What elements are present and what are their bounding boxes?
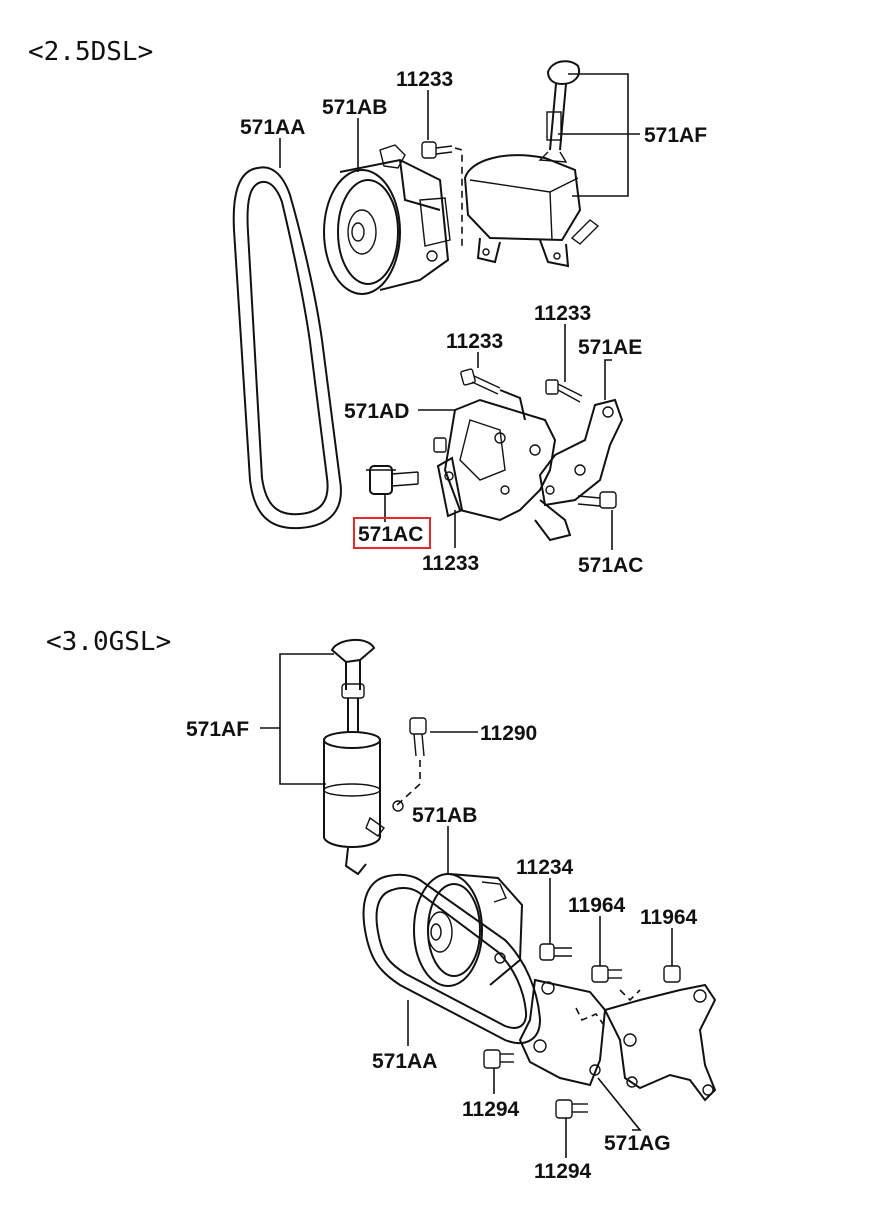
- bracket-drawing: [436, 389, 624, 542]
- section-title-2-5dsl: <2.5DSL>: [28, 37, 153, 67]
- label-bolt-571ac-right: 571AC: [578, 554, 643, 577]
- label-bolt-11964-left: 11964: [568, 894, 626, 917]
- reservoir-3-0-drawing: [323, 639, 385, 876]
- label-bolt-11294-bottom: 11294: [534, 1160, 592, 1183]
- label-belt-571aa: 571AA: [240, 116, 305, 139]
- steering-pump-3-0-drawing: [413, 873, 524, 987]
- leader-lines-3-0gsl: [260, 653, 673, 1158]
- bolt-11233-top-drawing: [421, 141, 453, 159]
- label-bolt-571ac-highlighted: 571AC: [358, 523, 423, 546]
- label-pump-571ab: 571AB: [322, 96, 387, 119]
- highlight-box: [353, 517, 431, 549]
- section-title-3-0gsl: <3.0GSL>: [46, 627, 171, 657]
- label-reservoir-571af-3-0: 571AF: [186, 718, 249, 741]
- label-bolt-11234: 11234: [516, 856, 574, 879]
- label-bolt-11294-left: 11294: [462, 1098, 520, 1121]
- drive-belt-3-0-drawing: [362, 873, 542, 1045]
- label-belt-571aa-3-0: 571AA: [372, 1050, 437, 1073]
- label-bracket-571ad: 571AD: [344, 400, 409, 423]
- label-bolt-11964-right: 11964: [640, 906, 698, 929]
- label-bolt-11290: 11290: [480, 722, 537, 745]
- bolt-11290-drawing: [392, 717, 427, 812]
- label-bolt-11233-top: 11233: [396, 68, 453, 91]
- bracket-bolts-drawing: [366, 368, 617, 509]
- label-pump-571ab-3-0: 571AB: [412, 804, 477, 827]
- label-bolt-11233-mid: 11233: [446, 330, 503, 353]
- label-reservoir-571af: 571AF: [644, 124, 707, 147]
- leader-lines-2-5dsl: [279, 73, 640, 550]
- assembly-dash-line: [454, 147, 463, 250]
- section-3-0gsl: <3.0GSL>: [46, 627, 717, 1183]
- label-bolt-11233-bottom: 11233: [422, 552, 479, 575]
- label-bolt-11233-right: 11233: [534, 302, 591, 325]
- label-bracket-571ae: 571AE: [578, 336, 642, 359]
- reservoir-drawing: [463, 60, 600, 268]
- section-2-5dsl: <2.5DSL>: [28, 37, 707, 577]
- bolts-3-0-drawing: [483, 943, 681, 1119]
- label-bracket-571ag: 571AG: [604, 1132, 671, 1155]
- drive-belt-drawing: [232, 166, 342, 530]
- steering-pump-drawing: [323, 144, 451, 295]
- bracket-3-0-drawing: [518, 978, 717, 1102]
